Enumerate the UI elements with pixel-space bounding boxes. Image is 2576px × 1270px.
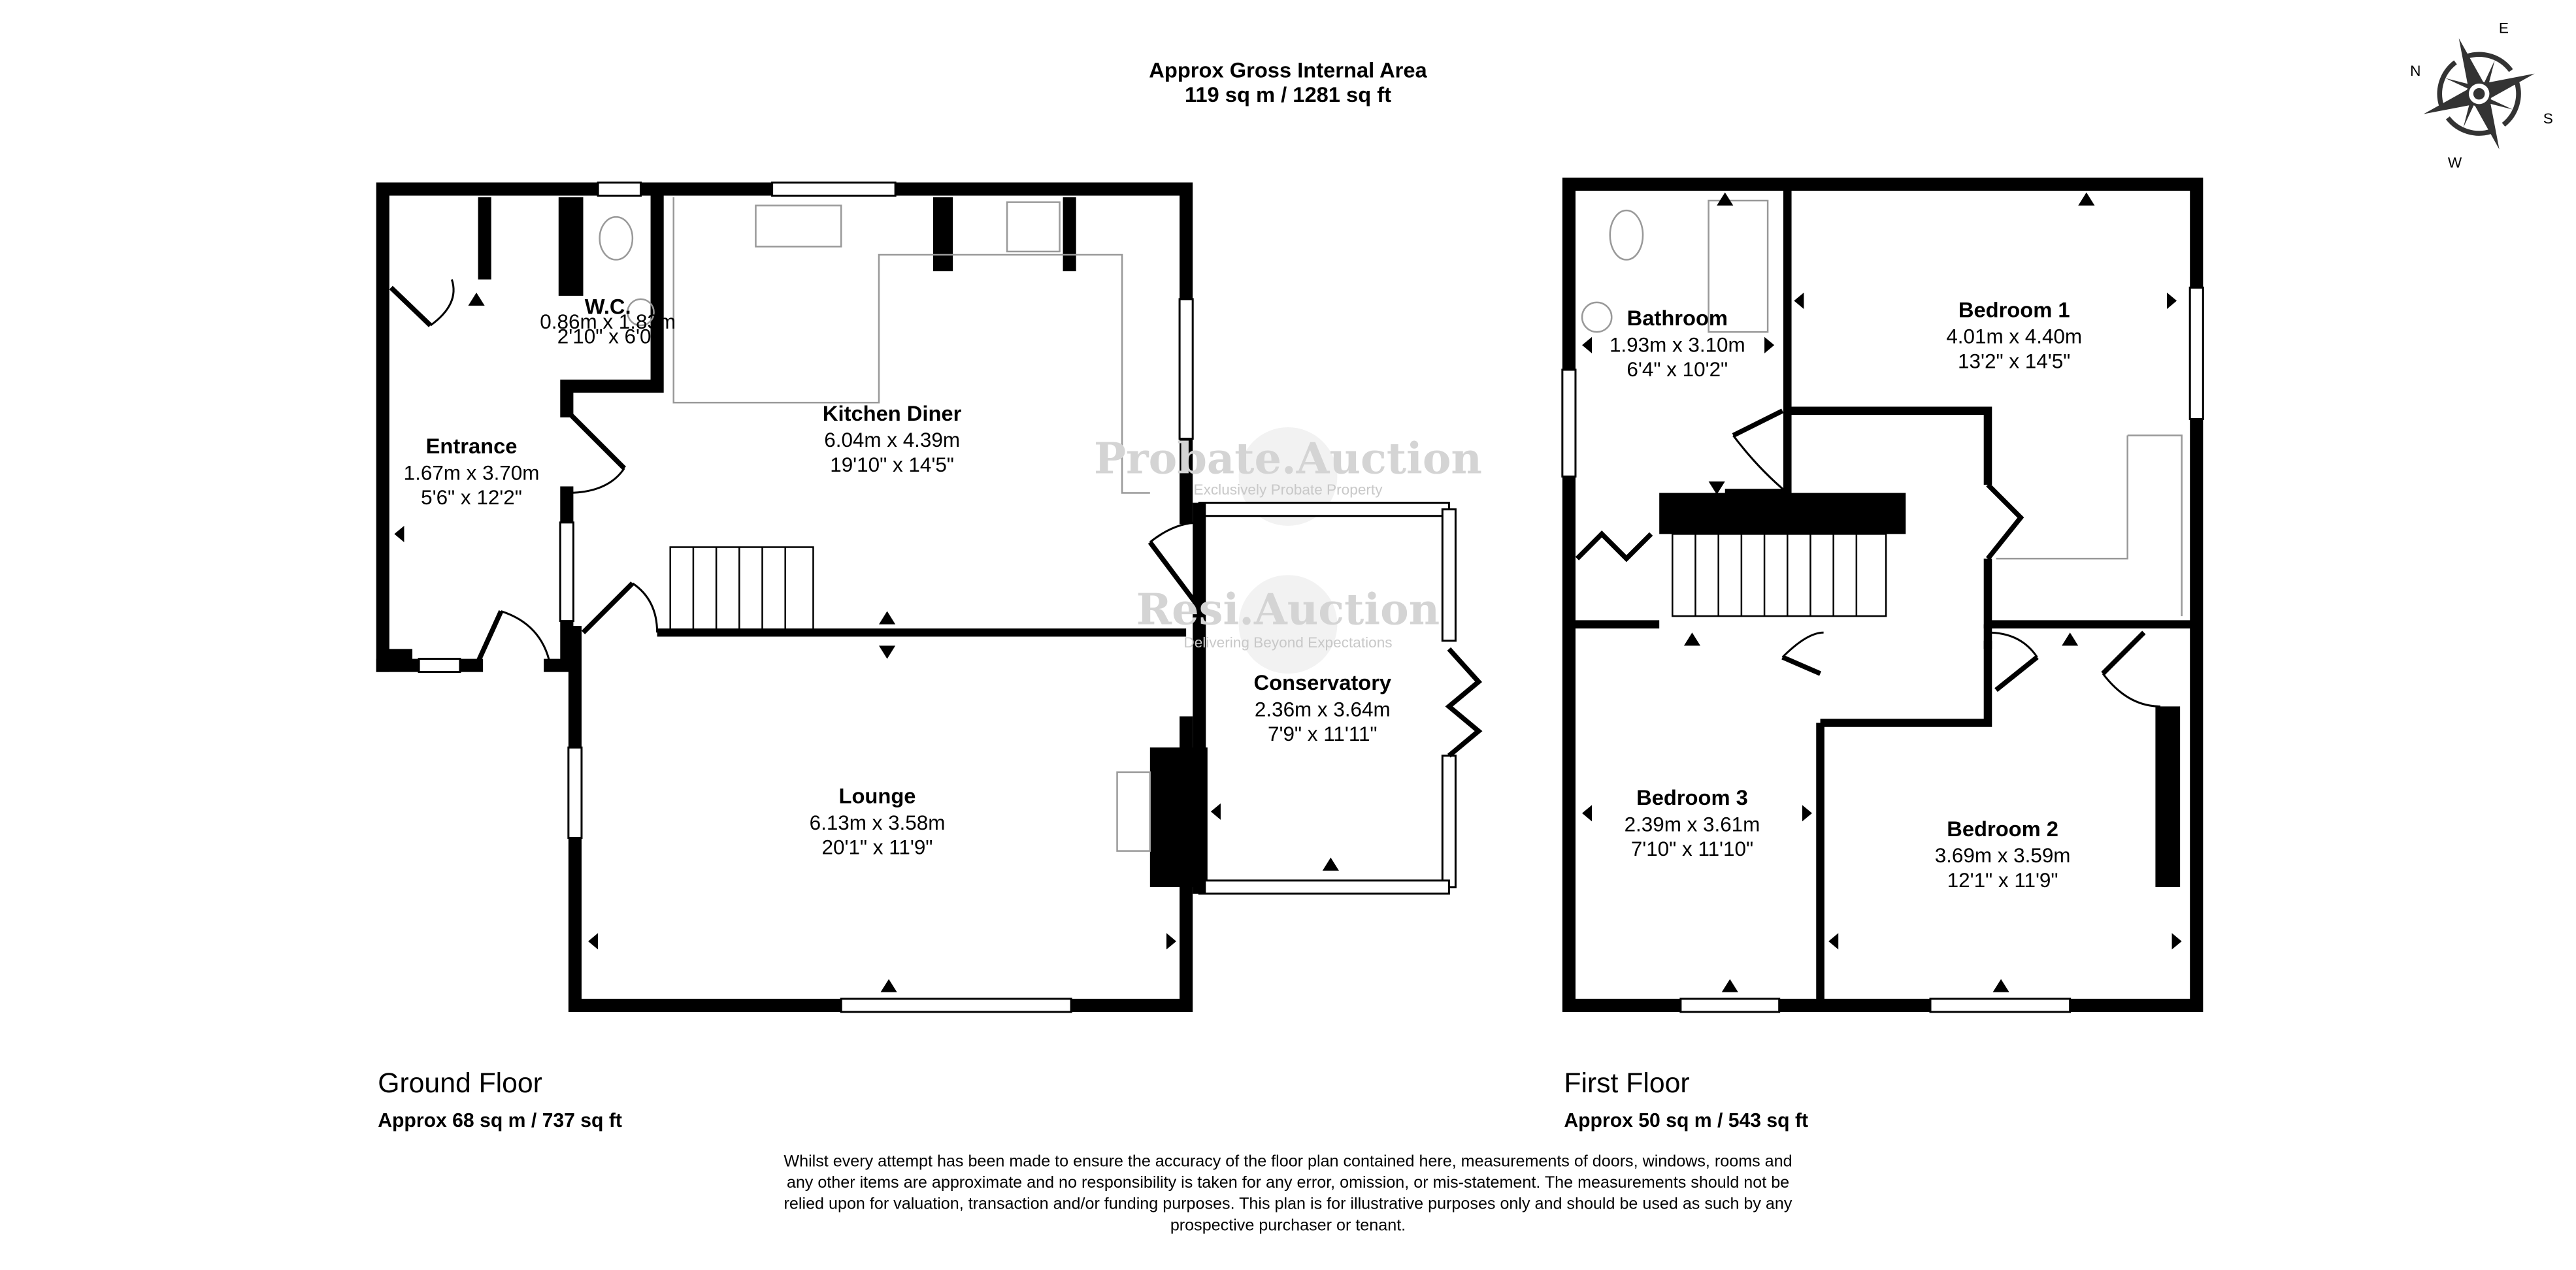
svg-text:6.13m x 3.58m: 6.13m x 3.58m bbox=[810, 811, 946, 834]
room-conservatory: Conservatory 2.36m x 3.64m 7'9" x 11'11" bbox=[1253, 670, 1391, 745]
svg-text:19'10" x 14'5": 19'10" x 14'5" bbox=[830, 453, 954, 476]
room-bedroom-2: Bedroom 2 3.69m x 3.59m 12'1" x 11'9" bbox=[1935, 817, 2071, 892]
svg-text:Kitchen Diner: Kitchen Diner bbox=[823, 401, 962, 425]
watermark-probate: Probate.Auction Exclusively Probate Prop… bbox=[1094, 434, 1482, 498]
svg-text:Entrance: Entrance bbox=[426, 434, 518, 458]
svg-text:Lounge: Lounge bbox=[839, 784, 916, 808]
watermark-resi-title: Resi.Auction bbox=[1136, 585, 1440, 635]
watermark-probate-title: Probate.Auction bbox=[1094, 434, 1482, 483]
svg-text:relied upon for valuation, tra: relied upon for valuation, transaction a… bbox=[784, 1195, 1792, 1213]
watermark-resi-disc bbox=[1238, 575, 1338, 674]
compass-icon bbox=[2423, 38, 2535, 150]
svg-text:prospective purchaser or tenan: prospective purchaser or tenant. bbox=[1170, 1216, 1406, 1234]
svg-text:Bedroom 1: Bedroom 1 bbox=[1958, 298, 2070, 322]
gross-area-value: 119 sq m / 1281 sq ft bbox=[1185, 82, 1391, 106]
svg-text:W.C.: W.C. bbox=[585, 295, 631, 319]
stairs bbox=[669, 546, 814, 630]
room-wc: W.C. 0.86m x 1.83m 2'10" x 6'0" bbox=[540, 295, 676, 348]
svg-text:Bedroom 3: Bedroom 3 bbox=[1636, 785, 1748, 809]
compass-s: S bbox=[2543, 110, 2553, 127]
gross-area-title: Approx Gross Internal Area bbox=[1149, 57, 1427, 82]
svg-text:2.39m x 3.61m: 2.39m x 3.61m bbox=[1625, 813, 1760, 836]
room-bedroom-3: Bedroom 3 2.39m x 3.61m 7'10" x 11'10" bbox=[1625, 785, 1760, 860]
watermark-probate-tagline: Exclusively Probate Property bbox=[1193, 481, 1383, 498]
compass-w: W bbox=[2448, 155, 2462, 171]
room-bedroom-1: Bedroom 1 4.01m x 4.40m 13'2" x 14'5" bbox=[1946, 298, 2082, 373]
svg-text:2.36m x 3.64m: 2.36m x 3.64m bbox=[1255, 698, 1391, 721]
disclaimer: Whilst every attempt has been made to en… bbox=[784, 1152, 1792, 1234]
svg-text:2'10" x 6'0": 2'10" x 6'0" bbox=[557, 325, 659, 348]
svg-text:6.04m x 4.39m: 6.04m x 4.39m bbox=[824, 429, 960, 451]
svg-text:20'1" x 11'9": 20'1" x 11'9" bbox=[822, 836, 933, 859]
room-bathroom: Bathroom 1.93m x 3.10m 6'4" x 10'2" bbox=[1610, 306, 1745, 381]
watermark-resi-tagline: Delivering Beyond Expectations bbox=[1183, 634, 1392, 651]
first-floor-area: Approx 50 sq m / 543 sq ft bbox=[1564, 1110, 1808, 1132]
svg-text:13'2" x 14'5": 13'2" x 14'5" bbox=[1958, 350, 2070, 372]
room-kitchen-diner: Kitchen Diner 6.04m x 4.39m 19'10" x 14'… bbox=[823, 401, 962, 476]
first-floor-plan bbox=[1561, 177, 2204, 1013]
ground-floor-area: Approx 68 sq m / 737 sq ft bbox=[378, 1110, 622, 1132]
svg-text:7'9" x 11'11": 7'9" x 11'11" bbox=[1268, 723, 1378, 745]
svg-text:3.69m x 3.59m: 3.69m x 3.59m bbox=[1935, 844, 2071, 867]
svg-text:6'4" x 10'2": 6'4" x 10'2" bbox=[1627, 358, 1728, 381]
svg-text:1.93m x 3.10m: 1.93m x 3.10m bbox=[1610, 333, 1745, 356]
compass-n: N bbox=[2410, 63, 2420, 79]
svg-text:Bedroom 2: Bedroom 2 bbox=[1947, 817, 2058, 841]
stairs bbox=[1672, 533, 1887, 617]
svg-text:any other items are approximat: any other items are approximate and no r… bbox=[787, 1173, 1789, 1192]
first-floor-label: First Floor bbox=[1564, 1067, 1689, 1099]
svg-text:Bathroom: Bathroom bbox=[1627, 306, 1728, 330]
svg-text:0.86m x 1.83m: 0.86m x 1.83m bbox=[540, 310, 676, 333]
svg-text:Conservatory: Conservatory bbox=[1253, 670, 1391, 694]
svg-text:4.01m x 4.40m: 4.01m x 4.40m bbox=[1946, 325, 2082, 348]
watermark-resi: Resi.Auction Delivering Beyond Expectati… bbox=[1136, 585, 1440, 651]
svg-text:Whilst every attempt has been: Whilst every attempt has been made to en… bbox=[784, 1152, 1792, 1170]
compass-e: E bbox=[2499, 20, 2509, 37]
svg-text:12'1" x 11'9": 12'1" x 11'9" bbox=[1947, 869, 2058, 892]
svg-text:1.67m x 3.70m: 1.67m x 3.70m bbox=[404, 461, 540, 484]
svg-text:5'6" x 12'2": 5'6" x 12'2" bbox=[421, 486, 522, 509]
room-entrance: Entrance 1.67m x 3.70m 5'6" x 12'2" bbox=[404, 434, 540, 509]
room-lounge: Lounge 6.13m x 3.58m 20'1" x 11'9" bbox=[810, 784, 946, 859]
watermark-probate-disc bbox=[1238, 427, 1338, 526]
ground-floor-label: Ground Floor bbox=[378, 1067, 542, 1099]
svg-text:7'10" x 11'10": 7'10" x 11'10" bbox=[1631, 838, 1753, 860]
ground-floor-plan bbox=[376, 181, 1483, 1013]
